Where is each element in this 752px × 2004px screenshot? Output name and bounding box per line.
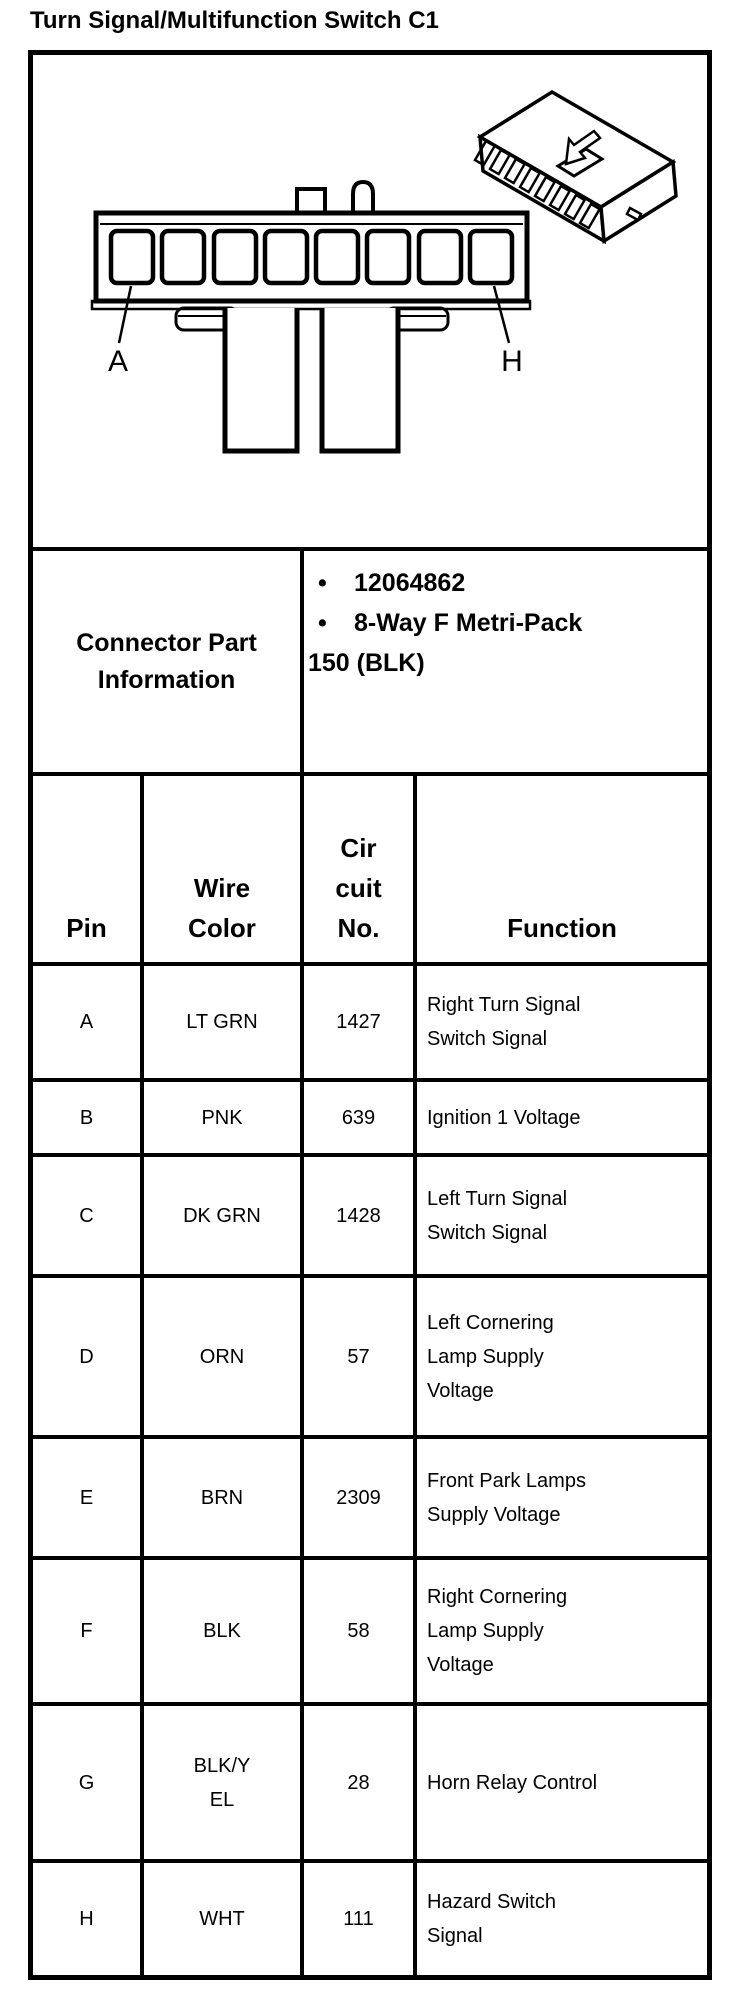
header-circuit-no: Cir cuit No. (300, 776, 413, 962)
index-tabs (295, 179, 375, 215)
function-cell: Hazard Switch Signal (413, 1863, 707, 1975)
table-row-pin-h: H WHT 111 Hazard Switch Signal (33, 1859, 707, 1975)
connector-face-drawing: A H (90, 89, 678, 454)
wire-color-cell: PNK (140, 1082, 300, 1153)
page-title: Turn Signal/Multifunction Switch C1 (30, 7, 439, 34)
connector-part-info-label: Connector Part Information (76, 628, 257, 694)
table-header-row: Pin Wire Color Cir cuit No. Function (33, 772, 707, 962)
wire-color-cell: ORN (140, 1278, 300, 1435)
connector-type: 8-Way F Metri-Pack (354, 609, 583, 637)
retainer-clips (174, 306, 450, 332)
pin-a-label: A (108, 345, 128, 378)
circuit-no-cell: 1427 (300, 966, 413, 1078)
table-row-pin-e: E BRN 2309 Front Park Lamps Supply Volta… (33, 1435, 707, 1556)
circuit-no-cell: 639 (300, 1082, 413, 1153)
wire-color-cell: BLK/Y EL (140, 1706, 300, 1859)
function-cell: Front Park Lamps Supply Voltage (413, 1439, 707, 1556)
circuit-no-cell: 57 (300, 1278, 413, 1435)
pin-h-leader-line (492, 285, 511, 344)
header-wire-color: Wire Color (140, 776, 300, 962)
part-number-item: • 12064862 (304, 563, 703, 603)
circuit-no-cell: 2309 (300, 1439, 413, 1556)
function-cell: Left Turn Signal Switch Signal (413, 1157, 707, 1274)
function-cell: Horn Relay Control (413, 1706, 707, 1859)
connector-3d-view (473, 89, 678, 245)
pin-cavities (108, 228, 515, 286)
function-cell: Left Cornering Lamp Supply Voltage (413, 1278, 707, 1435)
table-row-pin-b: B PNK 639 Ignition 1 Voltage (33, 1078, 707, 1153)
connector-type-item: • 8-Way F Metri-Pack (304, 603, 703, 643)
wire-color-cell: LT GRN (140, 966, 300, 1078)
terminal-slots-3d (473, 139, 602, 230)
wire-color-cell: WHT (140, 1863, 300, 1975)
circuit-no-cell: 1428 (300, 1157, 413, 1274)
table-row-pin-a: A LT GRN 1427 Right Turn Signal Switch S… (33, 962, 707, 1078)
latch-arrow-icon (564, 129, 602, 166)
circuit-no-cell: 28 (300, 1706, 413, 1859)
wire-color-cell: BLK (140, 1560, 300, 1702)
header-function: Function (413, 776, 707, 962)
function-cell: Right Cornering Lamp Supply Voltage (413, 1560, 707, 1702)
function-cell: Ignition 1 Voltage (413, 1082, 707, 1153)
table-row-pin-g: G BLK/Y EL 28 Horn Relay Control (33, 1702, 707, 1859)
wire-color-cell: BRN (140, 1439, 300, 1556)
table-row-pin-c: C DK GRN 1428 Left Turn Signal Switch Si… (33, 1153, 707, 1274)
pin-cell: A (79, 1011, 94, 1033)
pin-cell: C (79, 1204, 94, 1227)
connector-diagram-row: A H (33, 55, 707, 547)
pin-cell: D (79, 1345, 94, 1368)
wire-color-cell: DK GRN (140, 1157, 300, 1274)
connector-type-continuation: 150 (BLK) (308, 649, 425, 677)
connector-part-info-values: • 12064862 • 8-Way F Metri-Pack 150 (BLK… (300, 551, 707, 772)
bullet-icon: • (318, 569, 327, 597)
table-row-pin-f: F BLK 58 Right Cornering Lamp Supply Vol… (33, 1556, 707, 1702)
connector-diagram-cell: A H (33, 55, 707, 547)
pin-cell: E (79, 1486, 94, 1509)
function-cell: Right Turn Signal Switch Signal (413, 966, 707, 1078)
pin-cell: H (79, 1908, 94, 1930)
pin-cell: B (79, 1106, 94, 1129)
connector-face-view: A H (90, 179, 532, 454)
mounting-prongs (222, 308, 401, 454)
pin-cell: F (80, 1620, 93, 1642)
bullet-icon: • (318, 609, 327, 637)
circuit-no-cell: 111 (300, 1863, 413, 1975)
table-row-pin-d: D ORN 57 Left Cornering Lamp Supply Volt… (33, 1274, 707, 1435)
pin-a-leader-line (117, 285, 133, 344)
connector-part-info-row: Connector Part Information • 12064862 • … (33, 547, 707, 772)
connector-info-table: A H (28, 50, 712, 1980)
header-pin: Pin (66, 913, 107, 943)
circuit-no-cell: 58 (300, 1560, 413, 1702)
pin-cell: G (78, 1771, 95, 1794)
pin-h-label: H (501, 345, 523, 378)
part-number: 12064862 (354, 569, 466, 597)
